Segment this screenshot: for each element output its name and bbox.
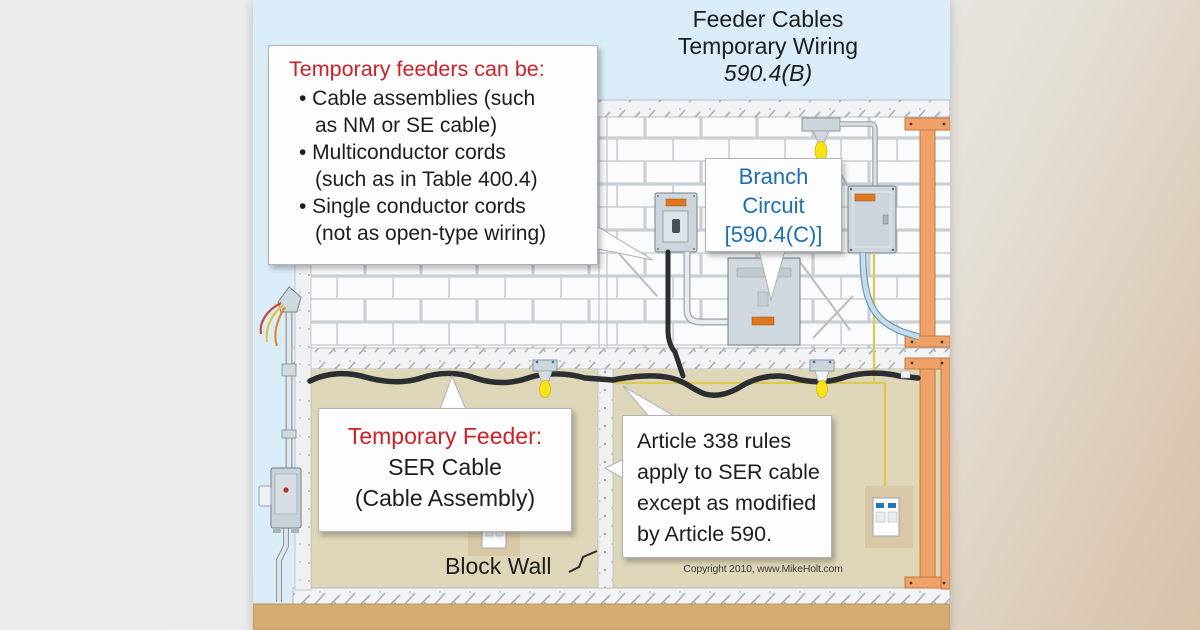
wood-post — [904, 117, 950, 590]
callout-article-338: Article 338 rules apply to SER cable exc… — [622, 415, 832, 558]
callout-heading: Temporary feeders can be: — [289, 57, 545, 81]
block-wall-divider — [597, 368, 614, 589]
yellow-wire — [615, 253, 887, 498]
mast-strap — [281, 363, 297, 377]
disconnect-switch-icon — [654, 192, 698, 253]
bottom-slab — [292, 587, 950, 607]
weatherhead-icon — [259, 286, 302, 347]
callout-pointers — [438, 223, 787, 481]
callout-temporary-feeder: Temporary Feeder: SER Cable (Cable Assem… — [318, 408, 572, 532]
floor-slab — [289, 347, 950, 370]
cable-clamp — [900, 370, 911, 379]
block-wall-label: Block Wall — [445, 553, 552, 579]
diagram-title: Feeder Cables Temporary Wiring 590.4(B) — [618, 6, 918, 87]
service-wire-orange — [274, 306, 286, 347]
callout-heading: Temporary Feeder: — [347, 423, 543, 449]
block-wall-pointer — [568, 550, 598, 573]
callout-branch-circuit: Branch Circuit [590.4(C)] — [705, 158, 842, 252]
title-code-reference: 590.4(B) — [723, 60, 813, 86]
lamp-icon — [809, 359, 835, 398]
lamp-icon — [801, 117, 841, 161]
list-item: • Single conductor cords (not as open-ty… — [299, 195, 547, 245]
blue-conduit — [859, 252, 921, 341]
subpanel-icon — [847, 185, 897, 254]
mast-strap — [281, 429, 297, 439]
ground — [253, 603, 950, 630]
service-wire-red — [259, 302, 282, 335]
diagram-panel: Feeder Cables Temporary Wiring 590.4(B) … — [253, 0, 950, 630]
copyright-text: Copyright 2010, www.MikeHolt.com — [683, 563, 843, 575]
panel-conduit — [683, 252, 728, 326]
list-item: • Multiconductor cords (such as in Table… — [299, 141, 538, 191]
callout-temporary-feeders: Temporary feeders can be: • Cable assemb… — [268, 45, 598, 265]
ceiling-conduit — [840, 121, 878, 186]
post-nails — [909, 122, 946, 585]
meter-icon — [258, 467, 302, 533]
title-line: Feeder Cables — [692, 6, 844, 32]
title-line: Temporary Wiring — [677, 33, 859, 59]
list-item: • Cable assemblies (such as NM or SE cab… — [299, 87, 536, 137]
feeder-drop-cable — [665, 249, 686, 379]
lamp-icon — [532, 359, 558, 398]
service-wire-yellow — [265, 304, 284, 343]
callout-body: SER Cable (Cable Assembly) — [354, 454, 536, 511]
service-mast — [276, 304, 293, 602]
ser-cable — [307, 370, 921, 398]
receptacle-icon — [865, 486, 913, 548]
